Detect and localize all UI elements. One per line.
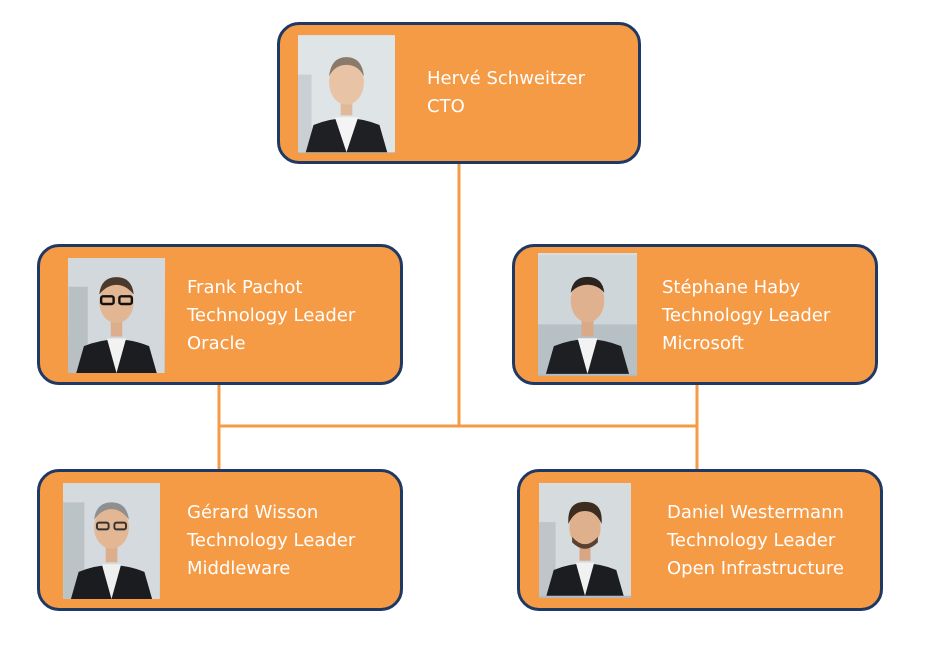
person-title: CTO	[427, 96, 465, 117]
person-title: Technology Leader	[662, 305, 831, 326]
person-icon	[298, 35, 395, 153]
person-photo-oracle	[68, 258, 165, 373]
person-icon	[538, 255, 637, 374]
person-icon	[68, 258, 165, 373]
node-cto: Hervé Schweitzer CTO	[277, 22, 641, 164]
node-microsoft: Stéphane Haby Technology Leader Microsof…	[512, 244, 878, 385]
person-area: Oracle	[187, 333, 246, 354]
person-photo-microsoft	[538, 253, 637, 376]
person-area: Microsoft	[662, 333, 744, 354]
person-icon	[539, 485, 631, 596]
person-photo-cto	[298, 35, 395, 153]
person-name: Stéphane Haby	[662, 277, 801, 298]
node-middleware: Gérard Wisson Technology Leader Middlewa…	[37, 469, 403, 611]
person-title: Technology Leader	[187, 530, 356, 551]
node-oracle: Frank Pachot Technology Leader Oracle	[37, 244, 403, 385]
node-text-middleware: Gérard Wisson Technology Leader Middlewa…	[187, 499, 355, 583]
person-photo-open-infrastructure	[539, 483, 631, 598]
node-text-open-infrastructure: Daniel Westermann Technology Leader Open…	[667, 499, 844, 583]
node-text-microsoft: Stéphane Haby Technology Leader Microsof…	[662, 274, 830, 358]
person-title: Technology Leader	[667, 530, 836, 551]
person-icon	[63, 483, 160, 599]
person-title: Technology Leader	[187, 305, 356, 326]
person-name: Hervé Schweitzer	[427, 68, 585, 89]
node-text-oracle: Frank Pachot Technology Leader Oracle	[187, 274, 355, 358]
person-area: Middleware	[187, 558, 291, 579]
person-name: Frank Pachot	[187, 277, 303, 298]
person-area: Open Infrastructure	[667, 558, 844, 579]
person-name: Daniel Westermann	[667, 502, 844, 523]
person-name: Gérard Wisson	[187, 502, 319, 523]
person-photo-middleware	[63, 483, 160, 599]
node-text-cto: Hervé Schweitzer CTO	[427, 65, 585, 121]
node-open-infrastructure: Daniel Westermann Technology Leader Open…	[517, 469, 883, 611]
